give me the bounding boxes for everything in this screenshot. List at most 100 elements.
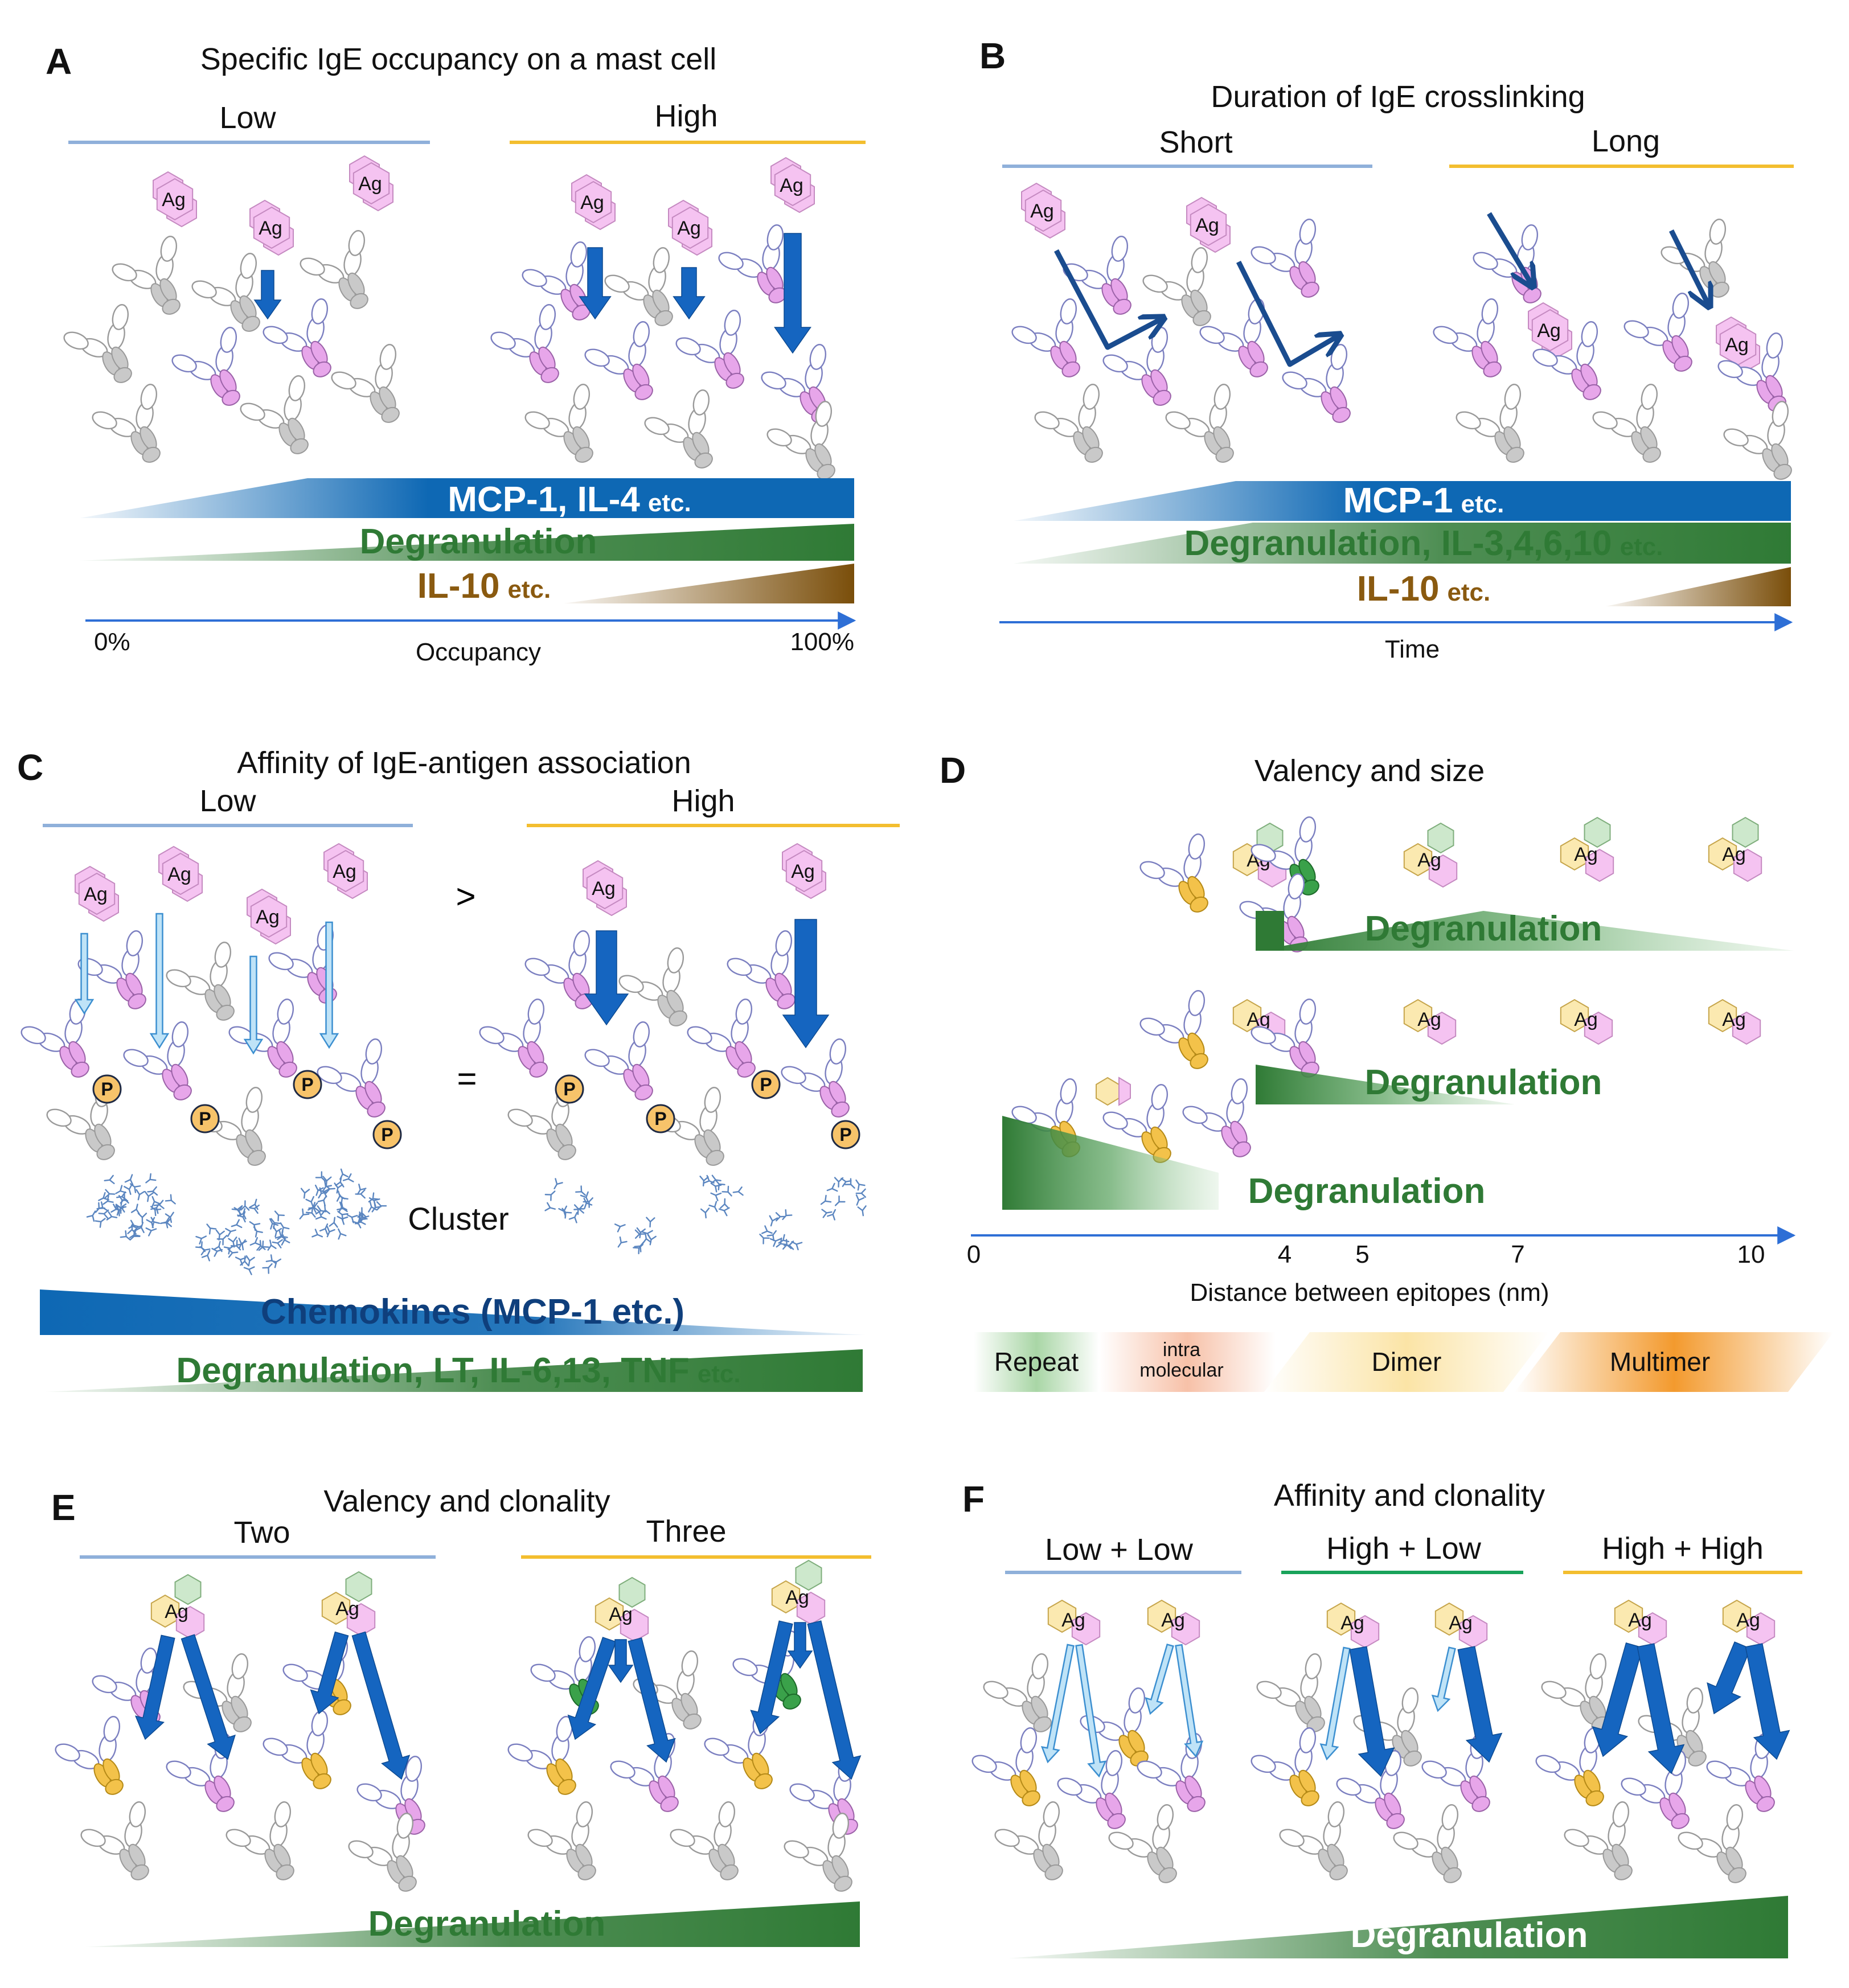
antigen-label: Ag — [333, 861, 356, 882]
ige-bound-icon — [675, 310, 744, 389]
response-bar-degranulation — [1008, 1896, 1788, 1958]
binding-arrow — [774, 233, 811, 354]
antigen-label: Ag — [609, 1604, 633, 1625]
panel-letter: A — [46, 41, 72, 82]
intramolecular-antigen — [1096, 1077, 1131, 1106]
ige-free-icon — [300, 230, 368, 309]
ige-group — [55, 1630, 858, 1892]
ige-free-icon — [524, 384, 593, 463]
binding-arrow — [579, 247, 612, 320]
binding-arrow — [787, 1622, 813, 1669]
response-bar-mcp1 — [80, 478, 854, 518]
ige-bound-icon — [1251, 999, 1319, 1078]
ige-bound-icon — [55, 1716, 124, 1795]
ige-free-icon — [983, 1653, 1052, 1732]
ige-bound-icon — [1102, 1084, 1171, 1163]
ige-bound-icon — [727, 930, 796, 1009]
degranulation-label-repeat: Degranulation — [1248, 1172, 1486, 1211]
phosphorylation-label: P — [760, 1074, 772, 1095]
binding-arrow — [750, 1620, 793, 1735]
ige-free-icon — [46, 1081, 115, 1160]
ige-group — [971, 1653, 1775, 1883]
legend-dimer-band — [1264, 1332, 1549, 1392]
antigen-icon: Ag — [153, 171, 197, 228]
phosphorylation-icon: P — [293, 1070, 322, 1099]
antigen-icon: Ag — [583, 860, 627, 917]
binding-arrow — [134, 1634, 175, 1740]
ige-bound-icon — [1011, 298, 1080, 377]
ige-bound-icon — [507, 1716, 576, 1795]
ige-bound-icon — [1706, 1733, 1775, 1812]
ige-bound-icon — [1251, 816, 1319, 896]
panel-title: Affinity of IgE-antigen association — [237, 746, 691, 780]
receptor-cluster — [86, 1173, 176, 1241]
ige-free-icon — [1661, 219, 1729, 298]
antigen-icon: Ag — [323, 843, 368, 899]
antigen-group: Ag Ag Ag Ag Ag Ag — [1047, 1599, 1776, 1649]
group-label-high-low: High + Low — [1326, 1531, 1482, 1566]
ige-free-icon — [1564, 1801, 1633, 1880]
phosphorylation-icon: P — [92, 1074, 122, 1104]
blue-arrow-group — [134, 1620, 862, 1780]
antigen-label: Ag — [580, 192, 604, 213]
antigen-icon: Ag — [1434, 1602, 1488, 1649]
antigen-label: Ag — [1340, 1612, 1364, 1634]
receptor-cluster — [544, 1178, 593, 1223]
antigen-label: Ag — [785, 1587, 809, 1608]
legend-repeat-label: Repeat — [994, 1347, 1079, 1377]
response-bar-degranulation — [1014, 523, 1791, 564]
ige-group — [63, 224, 835, 480]
antigen-label: Ag — [1537, 320, 1561, 342]
antigen-icon: Ag — [1021, 182, 1065, 239]
receptor-cluster — [299, 1168, 387, 1240]
binding-arrow — [1457, 1646, 1503, 1763]
ige-bound-icon — [584, 1021, 653, 1100]
antigen-icon: Ag — [247, 888, 291, 945]
binding-arrow — [807, 1620, 862, 1780]
ige-bound-icon — [1102, 327, 1171, 406]
ige-bound-icon — [1621, 1750, 1690, 1829]
ige-bound-icon — [524, 930, 593, 1009]
response-label-degranulation: Degranulation — [360, 522, 597, 561]
ige-bound-icon — [490, 304, 559, 383]
ige-bound-icon — [263, 298, 331, 377]
axis-end-label: 100% — [790, 628, 854, 656]
ige-free-icon — [63, 304, 132, 383]
axis-tick-label: 4 — [1278, 1241, 1292, 1268]
panel-title: Affinity and clonality — [1274, 1478, 1545, 1513]
antigen-label: Ag — [1725, 334, 1749, 356]
ige-bound-icon — [1473, 224, 1541, 303]
ige-bound-icon — [1239, 873, 1308, 952]
binding-arrow — [1637, 1643, 1685, 1775]
antigen-label: Ag — [592, 878, 616, 899]
ige-free-icon — [1678, 1804, 1746, 1883]
antigen-icon: Ag — [249, 199, 294, 256]
binding-arrow — [608, 1639, 634, 1683]
ige-free-icon — [644, 389, 713, 469]
axis-tick-label: 7 — [1511, 1241, 1524, 1268]
degranulation-bar-trivalent — [1256, 911, 1794, 951]
antigen-label: Ag — [167, 864, 191, 885]
antigen-label: Ag — [791, 861, 815, 882]
antigen-icon: Ag — [158, 845, 203, 902]
receptor-cluster — [699, 1174, 744, 1219]
receptor-cluster — [614, 1217, 657, 1255]
ige-free-icon — [1142, 247, 1211, 326]
binding-arrow — [1349, 1646, 1395, 1777]
panel-d: D Valency and size Ag Ag Ag Ag Ag Ag Ag … — [940, 750, 1834, 1392]
axis-tick-label: 0 — [967, 1241, 981, 1268]
light-arrow-group — [1040, 1643, 1456, 1778]
phosphorylation-label: P — [839, 1124, 851, 1145]
phosphorylation-label: P — [101, 1079, 113, 1099]
condition-label-low: Low — [199, 784, 256, 818]
antigen-icon: Ag — [1047, 1599, 1101, 1646]
legend-intra-label-2: molecular — [1139, 1359, 1223, 1381]
weak-binding-arrow — [1145, 1643, 1174, 1715]
panel-title: Duration of IgE crosslinking — [1211, 80, 1585, 114]
panel-f: F Affinity and clonality Low + Low High … — [962, 1478, 1802, 1958]
ige-free-icon — [331, 344, 400, 423]
legend-intra-label-1: intra — [1163, 1339, 1200, 1361]
antigen-icon: Ag — [1403, 822, 1458, 888]
